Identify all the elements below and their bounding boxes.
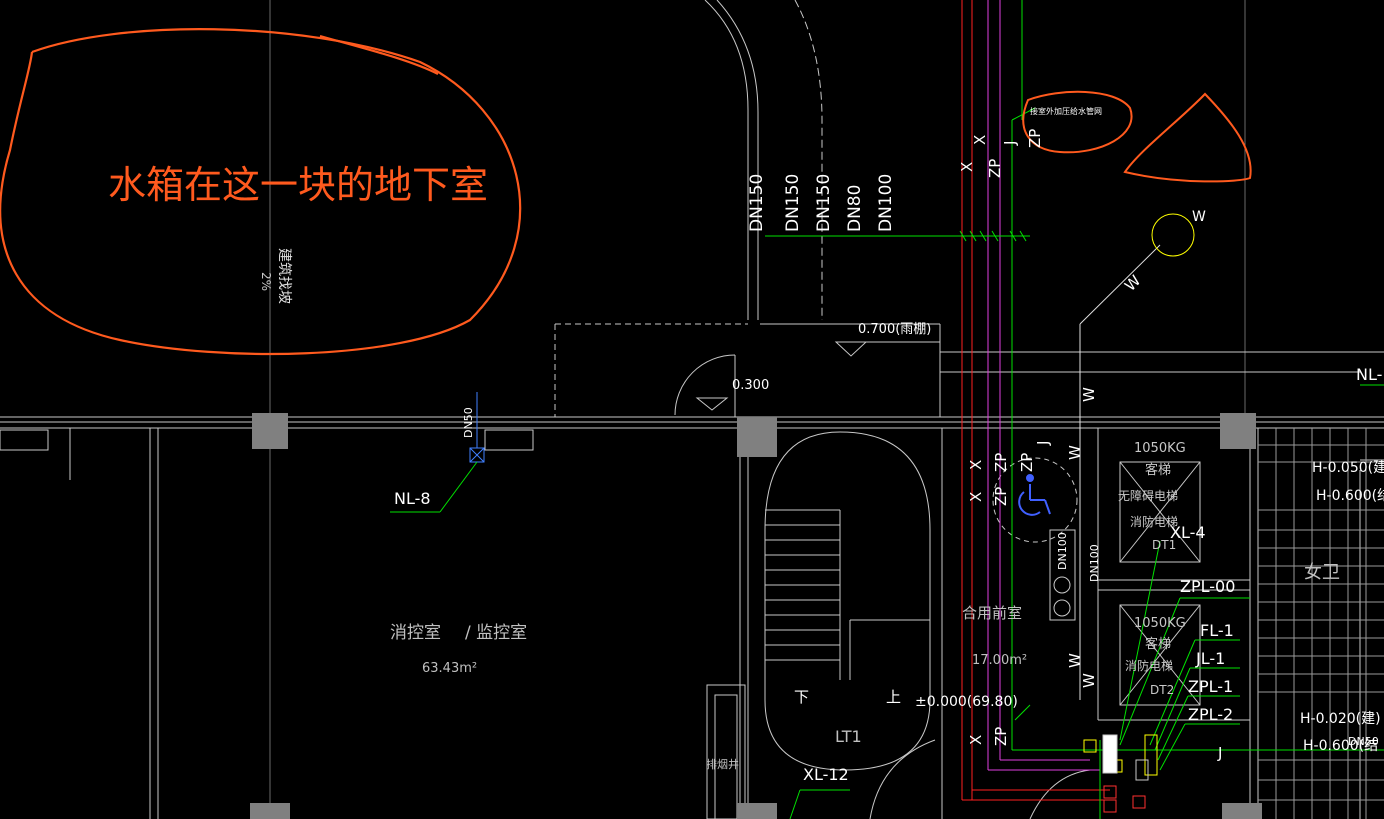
canopy-elevation-symbol <box>834 341 868 357</box>
smoke-shaft-label: 排烟井 <box>706 757 739 771</box>
connect-note: 接室外加压给水管网 <box>1030 106 1102 116</box>
zpl2-label: ZPL-2 <box>1188 705 1233 724</box>
shaft-dn-1: DN100 <box>1056 532 1069 570</box>
pipe-tag-zp-low: ZP <box>992 727 1010 746</box>
red-pipes <box>961 0 1110 801</box>
stair-label: LT1 <box>835 727 862 746</box>
pipe-tag-x-mid: X <box>967 460 985 470</box>
pipe-tag-j-top: J <box>1001 141 1019 146</box>
slope-percent: 2% <box>259 272 273 291</box>
tile-grid <box>1258 428 1384 819</box>
markup-triangle <box>1123 92 1252 183</box>
vent-circle-marker <box>1151 213 1195 257</box>
markup-ellipse-basement <box>0 28 522 356</box>
stair-down: 下 <box>794 688 809 706</box>
pipe-tag-x-top-2: X <box>971 135 989 145</box>
w-tag-3: W <box>1066 653 1084 668</box>
w-tag-1: W <box>1080 387 1098 402</box>
stair-up: 上 <box>886 688 901 706</box>
elevator-top-capacity: 1050KG <box>1134 441 1186 456</box>
door-elevation-symbol <box>695 397 729 411</box>
pipe-size-4: DN80 <box>845 185 865 232</box>
xl4-label: XL-4 <box>1170 523 1206 542</box>
pipe-tag-zp-mid-2: ZP <box>1018 453 1036 472</box>
floor-elevation: ±0.000(69.80) <box>915 694 1018 710</box>
elevator-top-id: DT1 <box>1152 538 1176 552</box>
pipe-tag-x-low: X <box>967 735 985 745</box>
pipe-size-5: DN100 <box>876 174 896 232</box>
pipe-tag-zp-mid-3: ZP <box>992 487 1010 506</box>
w-tag-5: W <box>1121 271 1144 294</box>
canopy-elevation: 0.700(雨棚) <box>858 322 931 337</box>
jl1-label: JL-1 <box>1195 649 1225 668</box>
basement-note: 水箱在这一块的地下室 <box>108 163 488 207</box>
valve-ticks <box>959 230 1027 242</box>
markup-ellipse-connection <box>1022 90 1133 154</box>
elevator-bottom-capacity: 1050KG <box>1134 616 1186 631</box>
lobby-label: 合用前室 <box>962 604 1022 622</box>
shaft-dn-2: DN100 <box>1088 544 1101 582</box>
fl1-label: FL-1 <box>1200 621 1234 640</box>
monitor-room-label: / 监控室 <box>465 623 527 643</box>
h-right-2: H-0.600(结 <box>1316 488 1384 504</box>
zpl00-label: ZPL-00 <box>1180 577 1235 596</box>
elevator-top-access: 无障碍电梯 <box>1118 488 1178 503</box>
elevator-top-fire: 消防电梯 <box>1130 514 1178 529</box>
valve-cluster <box>1083 734 1158 781</box>
nl-dn: DN50 <box>462 407 475 438</box>
control-room-area: 63.43m² <box>422 661 477 676</box>
magenta-pipes <box>987 0 1100 771</box>
door-elevation: 0.300 <box>732 378 769 393</box>
h-right-4: H-0.600(结 <box>1303 738 1378 754</box>
h-right-3: H-0.020(建) <box>1300 711 1381 727</box>
pipe-tag-zp-top: ZP <box>986 159 1004 178</box>
bottom-dn: DN50 <box>1348 735 1379 748</box>
w-tag-2: W <box>1066 445 1084 460</box>
xl12-label: XL-12 <box>803 765 849 784</box>
accessible-icon <box>1018 474 1051 516</box>
zpl1-label: ZPL-1 <box>1188 677 1233 696</box>
red-valve-cluster <box>1103 785 1146 813</box>
elevator-top-type: 客梯 <box>1145 462 1171 478</box>
pipe-tag-zp-top-2: ZP <box>1026 129 1044 148</box>
control-room-label: 消控室 <box>390 623 441 643</box>
drain-pipe-w <box>1079 244 1384 700</box>
w-tag-6: W <box>1192 209 1206 225</box>
pipe-tag-x-top: X <box>958 162 976 172</box>
pipe-tag-zp-mid: ZP <box>992 453 1010 472</box>
pipe-size-3: DN150 <box>814 174 834 232</box>
nl-right-label: NL- <box>1356 365 1382 384</box>
pipe-size-2: DN150 <box>783 174 803 232</box>
lobby-area: 17.00m² <box>972 653 1027 668</box>
pipe-tag-x-mid-2: X <box>967 492 985 502</box>
pipe-tag-j-mid: J <box>1034 441 1052 446</box>
elevator-bottom-id: DT2 <box>1150 683 1174 697</box>
water-pipes <box>390 0 1384 819</box>
pipe-size-1: DN150 <box>747 174 767 232</box>
elevator-bottom-type: 客梯 <box>1145 636 1171 652</box>
elevator-bottom-fire: 消防电梯 <box>1125 658 1173 673</box>
nl8-label: NL-8 <box>394 489 431 508</box>
text-layer: 水箱在这一块的地下室 接室外加压给水管网 2% 建筑找坡 DN150 DN150… <box>108 106 1384 784</box>
h-right-1: H-0.050(建 <box>1312 460 1384 476</box>
wc-label: 女卫 <box>1304 562 1340 583</box>
structural-columns <box>250 413 1262 819</box>
w-tag-4: W <box>1080 673 1098 688</box>
slope-label: 建筑找坡 <box>276 248 292 304</box>
j-bottom-label: J <box>1217 744 1222 762</box>
